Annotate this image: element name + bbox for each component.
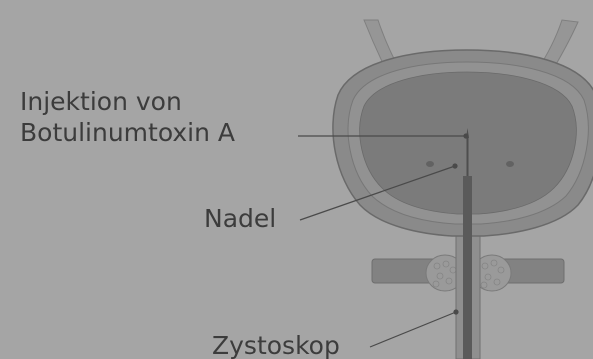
needle-label: Nadel — [204, 203, 276, 234]
leader-dot-injection — [464, 134, 468, 138]
leader-line-cystoscope — [370, 312, 456, 347]
injection-label-line1: Injektion von — [20, 86, 235, 117]
left-ureteral-orifice — [426, 161, 434, 167]
injection-label-line2: Botulinumtoxin A — [20, 117, 235, 148]
leader-dot-cystoscope — [454, 310, 458, 314]
injection-label: Injektion von Botulinumtoxin A — [20, 86, 235, 148]
leader-dot-needle — [453, 164, 457, 168]
right-ureteral-orifice — [506, 161, 514, 167]
cystoscope-shaft — [463, 176, 472, 359]
cystoscope-label: Zystoskop — [212, 330, 340, 359]
